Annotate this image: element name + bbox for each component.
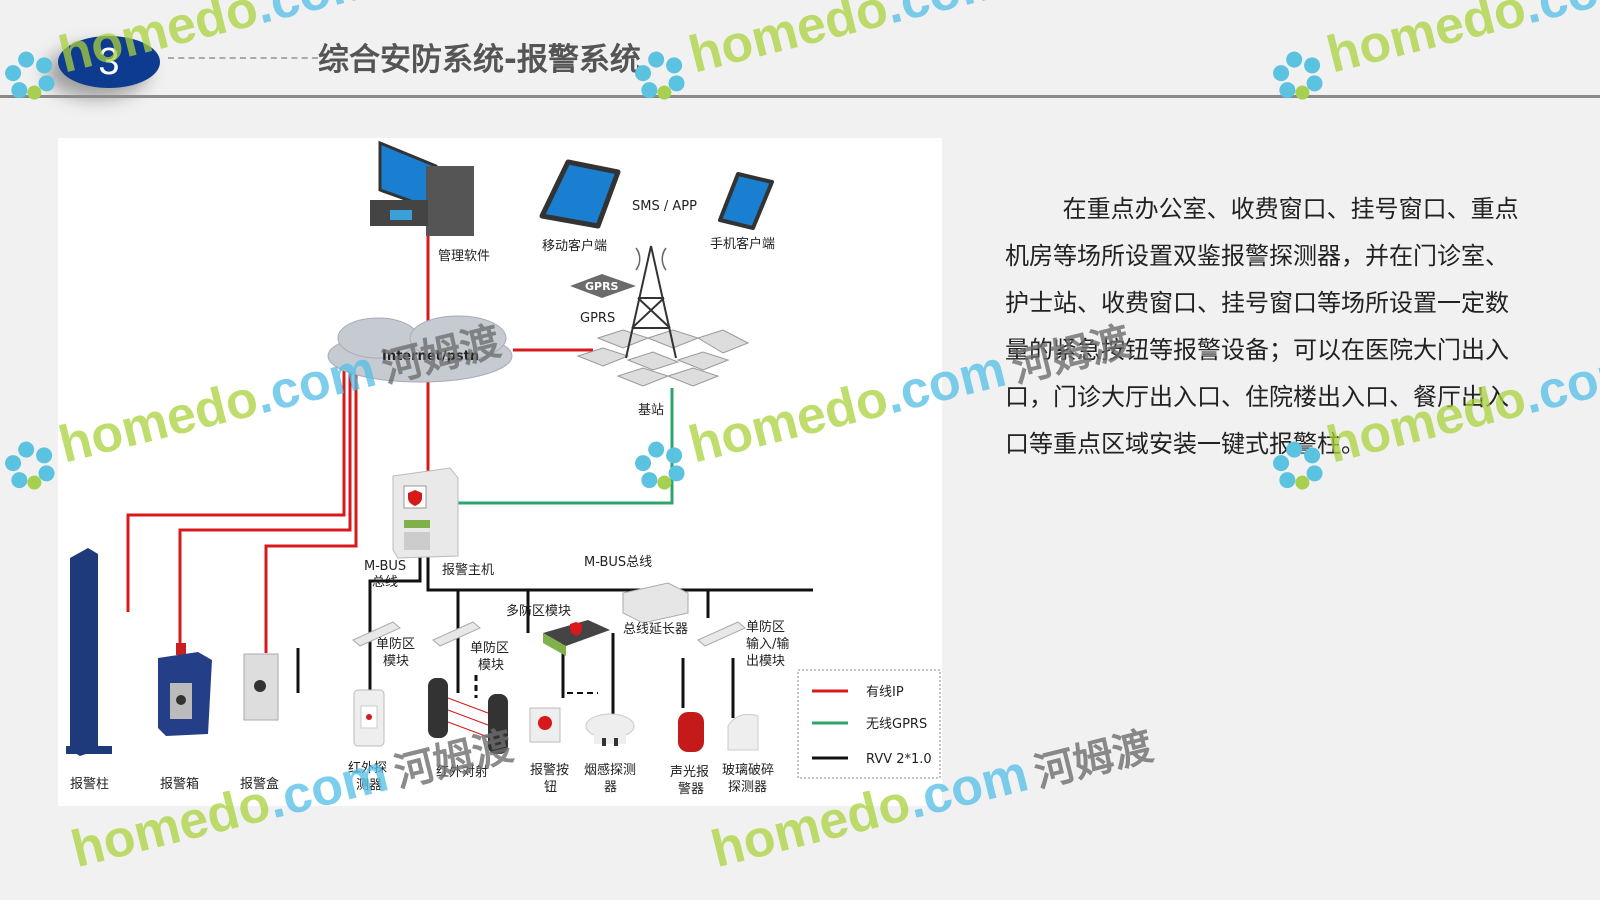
label-single-zone-2a: 单防区 bbox=[470, 640, 509, 656]
flower-logo-icon bbox=[4, 51, 55, 100]
flower-logo-icon bbox=[1272, 51, 1323, 100]
smoke-detector-icon bbox=[585, 713, 635, 746]
line-internet-pillar bbox=[126, 368, 346, 612]
label-io-module-c: 出模块 bbox=[746, 654, 785, 669]
label-alarm-box: 报警箱 bbox=[160, 776, 199, 792]
smartphone-icon bbox=[718, 172, 774, 230]
line-internet-box bbox=[178, 368, 352, 643]
watermark-text: homedo bbox=[1321, 0, 1532, 85]
line-host-basestation bbox=[458, 388, 674, 505]
header-rule bbox=[0, 95, 1600, 98]
line-internet-case bbox=[264, 368, 358, 653]
ir-detector-icon bbox=[353, 689, 385, 747]
legend: 有线IP 无线GPRS RVV 2*1.0 bbox=[797, 669, 941, 779]
label-glass-break-b: 探测器 bbox=[728, 780, 767, 795]
label-alarm-host: 报警主机 bbox=[442, 562, 494, 578]
strobe-siren-icon bbox=[678, 712, 704, 752]
label-mbus-left-1: M-BUS bbox=[364, 559, 406, 574]
watermark-text: .com bbox=[1518, 0, 1600, 35]
alarm-box-icon bbox=[158, 643, 212, 736]
label-single-zone-1b: 模块 bbox=[383, 654, 409, 669]
label-smoke-detector-b: 器 bbox=[604, 780, 617, 795]
description-text: 在重点办公室、收费窗口、挂号窗口、重点机房等场所设置双鉴报警探测器，并在门诊室、… bbox=[1005, 195, 1519, 458]
label-io-module-a: 单防区 bbox=[746, 619, 785, 635]
label-single-zone-2b: 模块 bbox=[478, 658, 504, 673]
tablet-icon bbox=[539, 159, 621, 229]
label-gprs: GPRS bbox=[580, 311, 615, 326]
legend-label-wired-ip: 有线IP bbox=[866, 685, 904, 700]
gprs-line bbox=[458, 388, 674, 505]
label-ir-detector-a: 红外探 bbox=[348, 760, 387, 776]
alarm-host-icon bbox=[392, 467, 459, 559]
label-single-zone-1a: 单防区 bbox=[376, 636, 415, 652]
watermark: homedo.com河姆渡 bbox=[623, 0, 1138, 111]
legend-label-rvv: RVV 2*1.0 bbox=[866, 752, 932, 767]
label-ir-detector-b: 测器 bbox=[356, 778, 382, 793]
title-dashes-divider bbox=[168, 57, 318, 59]
label-alarm-button-b: 钮 bbox=[544, 780, 557, 795]
watermark-text: 河姆渡 bbox=[1029, 723, 1158, 797]
alarm-case-icon bbox=[243, 653, 279, 721]
label-smoke-detector-a: 烟感探测 bbox=[584, 762, 636, 778]
label-bus-extender: 总线延长器 bbox=[623, 622, 688, 637]
ir-beam-icon bbox=[428, 678, 508, 754]
gprs-badge-text: GPRS bbox=[585, 280, 619, 293]
tower-lattice bbox=[625, 245, 677, 359]
watermark-text: .com bbox=[880, 0, 1012, 35]
internet-cloud-icon bbox=[327, 315, 513, 383]
watermark-text: 河姆渡 bbox=[1008, 0, 1136, 2]
single-zone-module-icon bbox=[352, 621, 746, 647]
label-alarm-case: 报警盒 bbox=[240, 776, 279, 792]
description-paragraph: 在重点办公室、收费窗口、挂号窗口、重点机房等场所设置双鉴报警探测器，并在门诊室、… bbox=[1005, 186, 1525, 468]
line-bus-main bbox=[426, 543, 813, 592]
watermark-text: homedo bbox=[683, 0, 894, 85]
section-number-badge: 3 bbox=[58, 36, 160, 88]
legend-label-wireless-gprs: 无线GPRS bbox=[866, 717, 927, 732]
watermark: homedo.com bbox=[1261, 0, 1600, 111]
label-internet: Internet/pstn bbox=[382, 349, 479, 364]
label-base-station: 基站 bbox=[638, 403, 664, 418]
label-strobe-siren-b: 警器 bbox=[678, 781, 704, 797]
label-mbus-left-2: 总线 bbox=[372, 575, 398, 590]
label-alarm-button-a: 报警按 bbox=[530, 762, 569, 778]
watermark-text: .com bbox=[1517, 339, 1600, 426]
label-mbus-bus: M-BUS总线 bbox=[584, 555, 652, 570]
label-phone-client: 手机客户端 bbox=[710, 236, 775, 252]
alarm-button-icon bbox=[529, 707, 561, 743]
watermark-text: 河姆渡 bbox=[378, 0, 506, 2]
computer-icon bbox=[370, 140, 474, 236]
wired-ip-lines bbox=[126, 230, 593, 653]
label-io-module-b: 输入/输 bbox=[746, 636, 789, 652]
multi-zone-module-icon bbox=[543, 620, 610, 656]
label-alarm-pillar: 报警柱 bbox=[70, 776, 109, 792]
gprs-badge-shape bbox=[570, 274, 636, 298]
page-title: 综合安防系统-报警系统 bbox=[318, 42, 641, 78]
label-management-software: 管理软件 bbox=[438, 249, 490, 264]
bus-extender-icon bbox=[622, 582, 689, 624]
glass-break-detector-icon bbox=[727, 713, 759, 751]
alarm-pillar-icon bbox=[66, 548, 112, 756]
label-glass-break-a: 玻璃破碎 bbox=[722, 763, 774, 778]
label-sms-app: SMS / APP bbox=[632, 199, 697, 214]
flower-logo-icon bbox=[4, 441, 55, 490]
label-strobe-siren-a: 声光报 bbox=[670, 765, 709, 780]
label-mobile-client: 移动客户端 bbox=[542, 238, 607, 254]
watermark-text: .com bbox=[250, 0, 382, 35]
alarm-system-diagram: 管理软件 移动客户端 SMS / APP 手机客户端 GPRS GPRS 基站 bbox=[58, 138, 942, 806]
label-ir-beam: 红外对射 bbox=[436, 764, 488, 780]
label-multi-zone-module: 多防区模块 bbox=[506, 603, 571, 619]
base-station-tower-icon bbox=[576, 329, 750, 387]
